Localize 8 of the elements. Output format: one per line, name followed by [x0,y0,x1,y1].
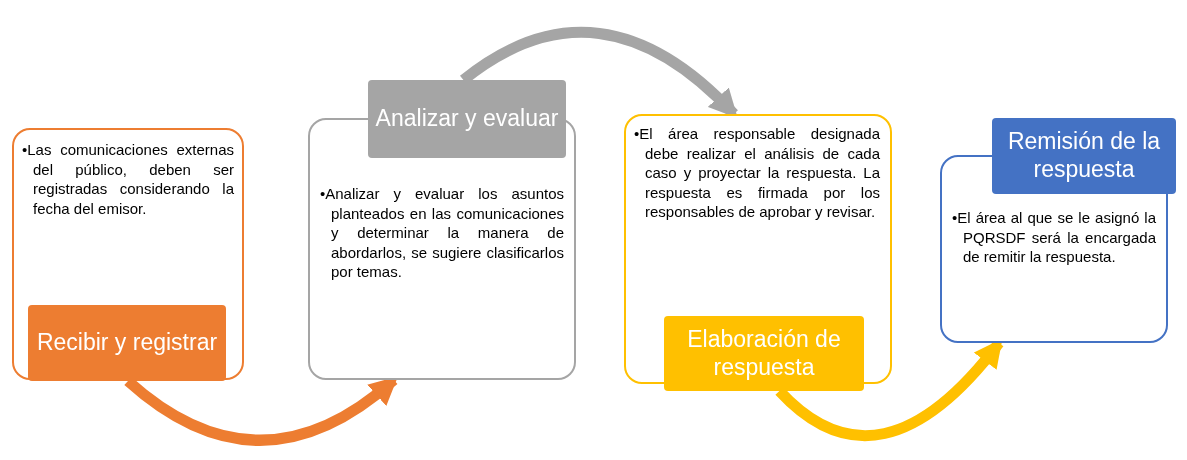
bullet-text: •El área responsable designada debe realizar el análisis de cada caso y proyectar la respuesta. La respuesta es firmada por los responsables de aprobar y revisar. [634,124,880,222]
bullet-text: •Analizar y evaluar los asuntos planteados en las comunicaciones y determinar la manera de abordarlos, se sugiere clasificarlos por temas. [320,184,564,282]
step-title: Remisión de la respuesta [992,118,1176,194]
bullet-text: •El área al que se le asignó la PQRSDF será la encargada de remitir la respuesta. [952,208,1156,267]
step-title: Elaboración de respuesta [664,316,864,391]
step-title: Recibir y registrar [28,305,226,381]
bullet-text: •Las comunicaciones externas del público, deben ser registradas considerando la fecha del emisor. [22,140,234,218]
step-title: Analizar y evaluar [368,80,566,158]
